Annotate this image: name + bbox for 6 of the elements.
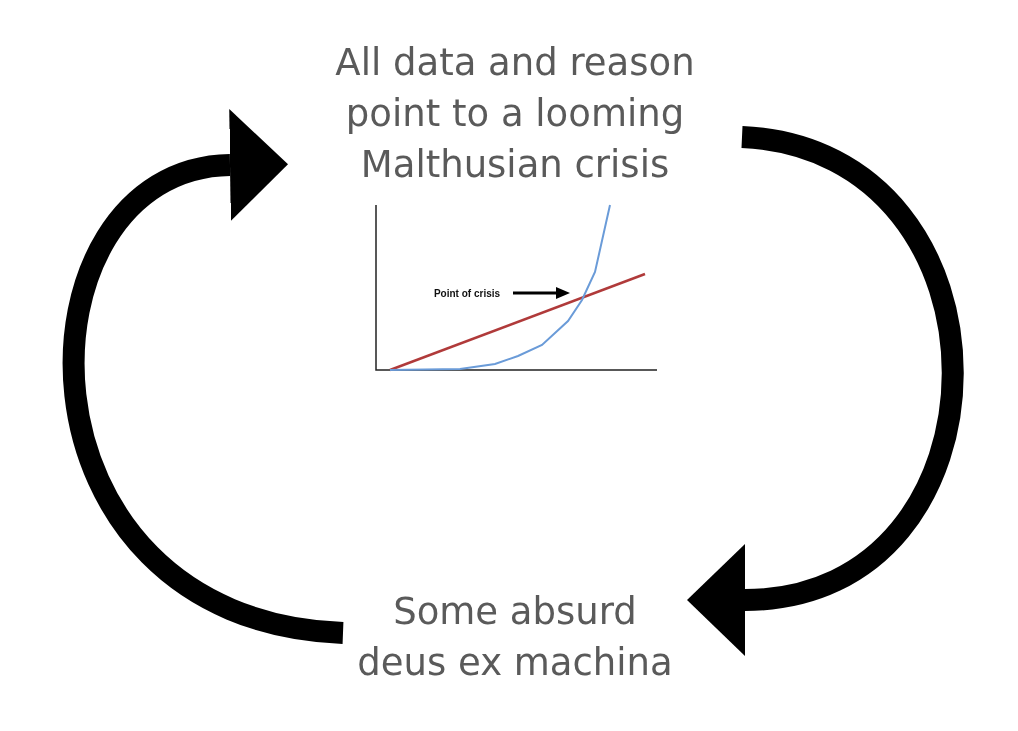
cycle-text: All data and reason point to a looming Malthusian crisis xyxy=(334,39,696,188)
chart-label: Point of crisis xyxy=(433,287,501,299)
cycle-text: Some absurd deus ex machina xyxy=(356,589,674,686)
curved-arrow xyxy=(687,126,964,656)
curved-arrow xyxy=(63,110,345,644)
leader-arrow xyxy=(513,287,570,299)
